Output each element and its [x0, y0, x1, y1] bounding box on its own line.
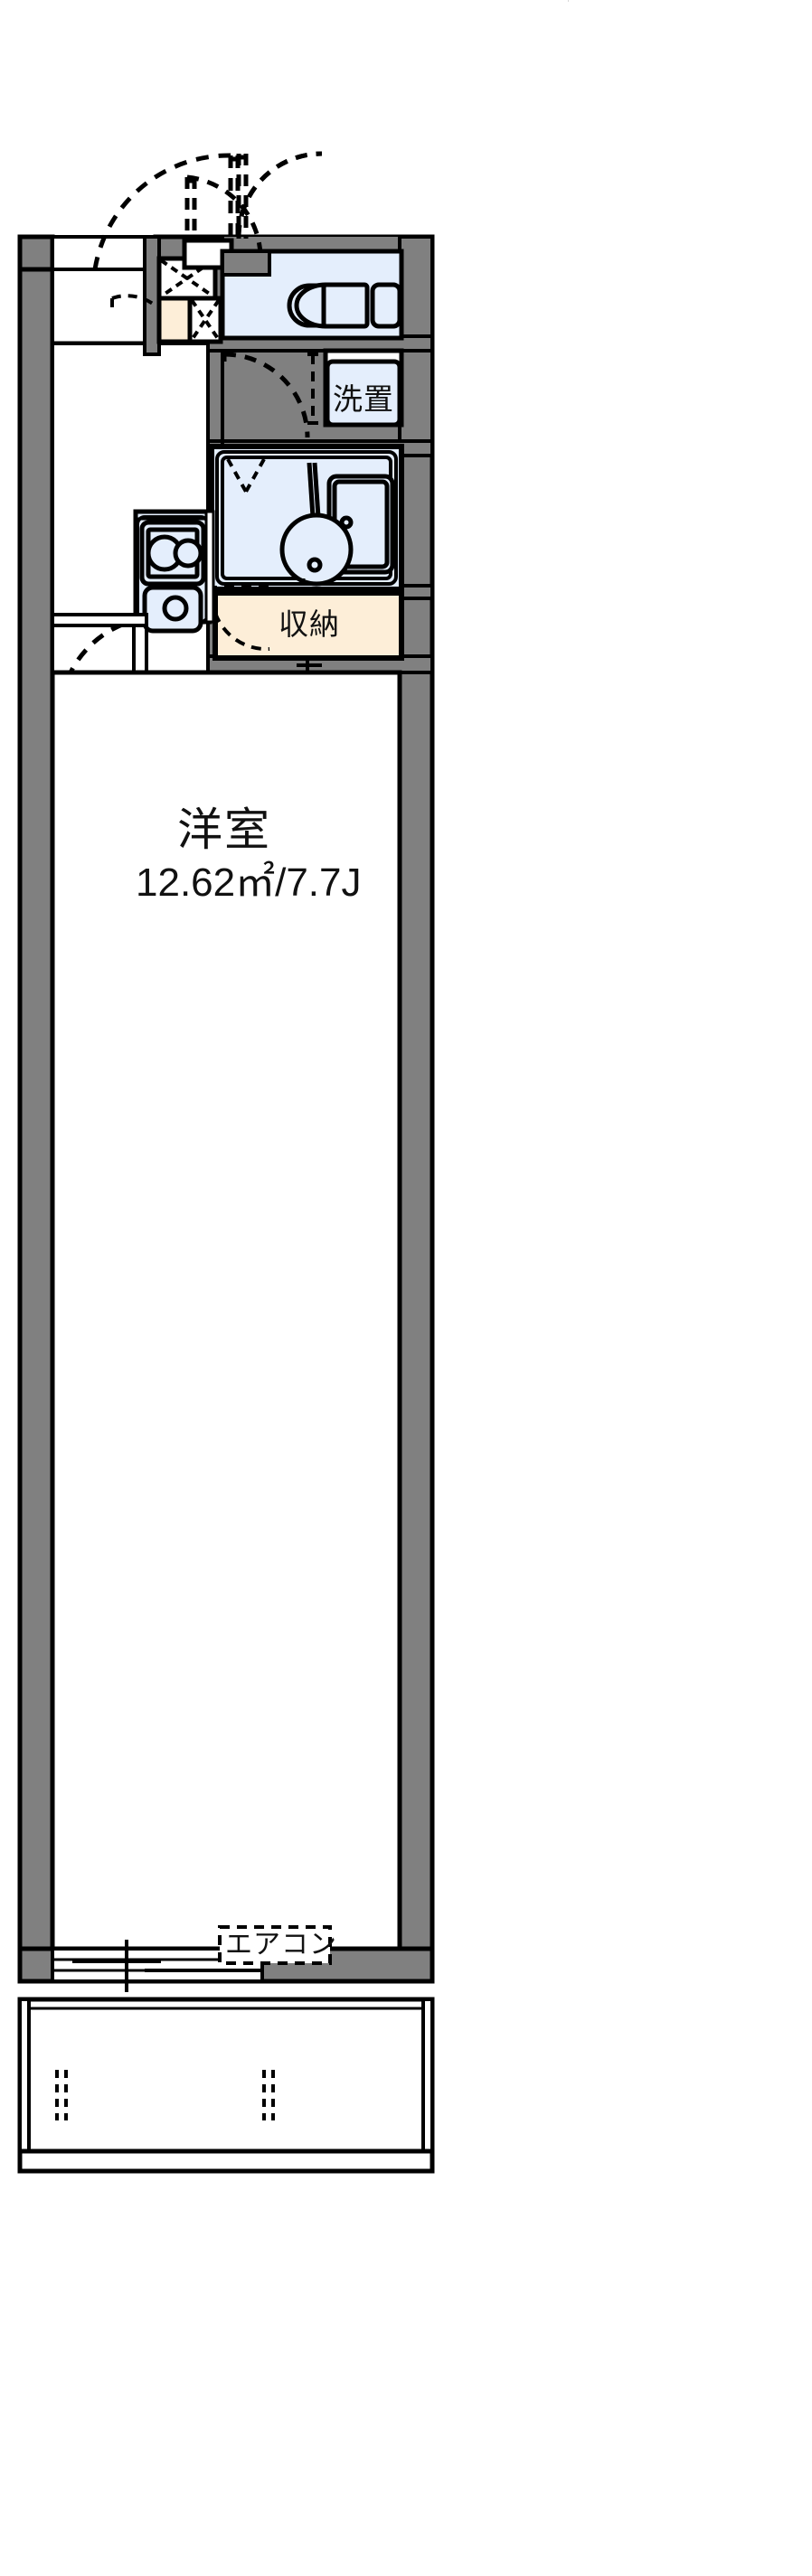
- kitchen-stove-fixture: [139, 520, 206, 587]
- bath-counter-edge: [300, 462, 321, 584]
- kitchen-right-wall: [204, 510, 215, 624]
- washer-dash-bracket: [307, 353, 318, 425]
- washer-space-area: [323, 348, 404, 428]
- closet-area: [212, 590, 404, 661]
- balcony-area: [17, 1997, 435, 2174]
- bath-door-folding: [226, 458, 266, 493]
- shoe-box-door-swing: [110, 294, 159, 311]
- toilet-door-swing: [236, 151, 323, 239]
- shoe-box-fixture: [156, 256, 223, 344]
- closet-door-swing: [213, 586, 271, 652]
- toilet-fixture: [287, 282, 402, 329]
- corridor-door-swing: [222, 352, 310, 438]
- closet-door-marks: [297, 660, 322, 671]
- main-room-area: [50, 670, 402, 1951]
- kitchen-sink-fixture: [142, 585, 203, 634]
- bath-washbasin-fixture: [279, 512, 354, 587]
- entrance-area: [51, 235, 157, 346]
- aircon-marker: [218, 1925, 332, 1965]
- main-room-doorway: [51, 613, 148, 627]
